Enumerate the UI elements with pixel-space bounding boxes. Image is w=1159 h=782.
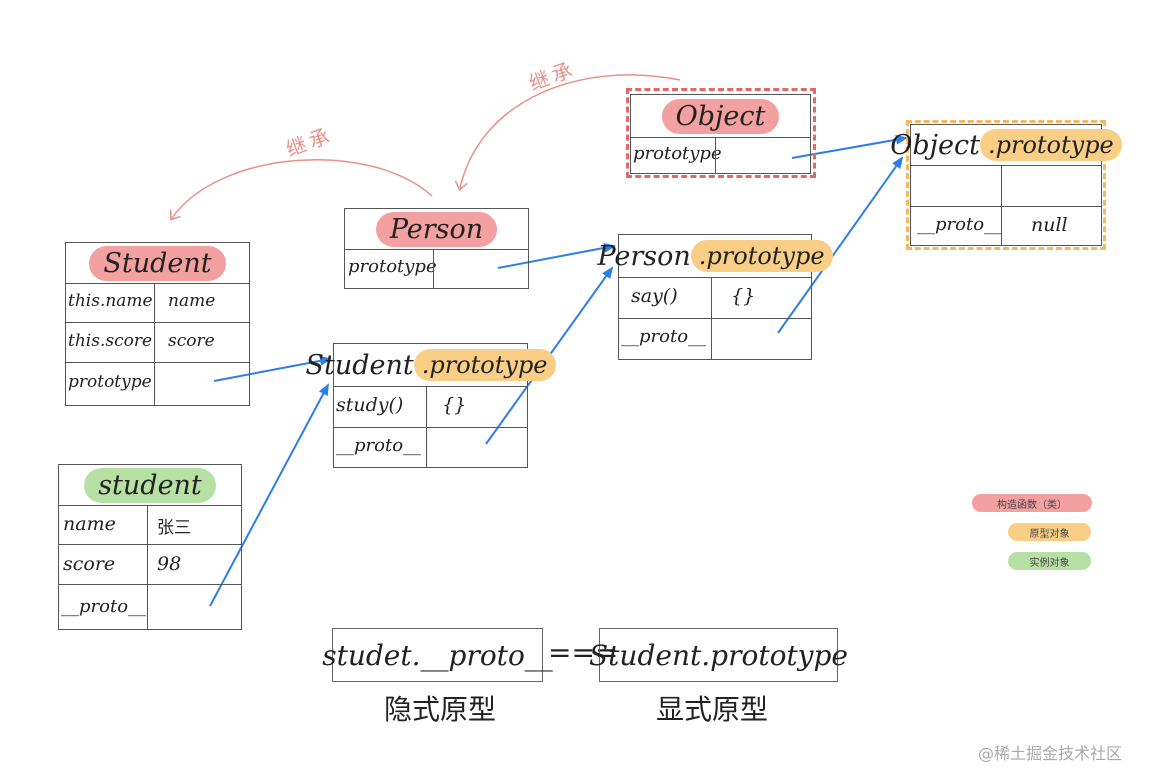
object-table-title-row: Object — [631, 95, 810, 138]
person-prototype-title-suffix: .prototype — [690, 240, 833, 272]
student-instance-cell-key-3: __proto__ — [61, 596, 147, 617]
person-table-title: Person — [375, 211, 498, 247]
student-instance-title: student — [84, 467, 216, 503]
formula-operator: === — [548, 636, 619, 669]
student-table-cell-value-2: score — [168, 331, 215, 351]
legend-prototype-object: 原型对象 — [1008, 523, 1091, 541]
object-table-cell-key: prototype — [633, 143, 722, 164]
inherit-arrow-person-student — [169, 158, 433, 221]
person-prototype-title: Person — [597, 240, 691, 272]
formula-left-box: studet.__proto__ — [322, 628, 553, 682]
arrow-student-prototype — [213, 355, 332, 382]
person-prototype-row-1: say() {} — [619, 277, 811, 319]
student-prototype-title: Student — [305, 349, 414, 381]
person-prototype-row-2: __proto__ — [619, 318, 811, 359]
object-prototype-title-row: Object.prototype — [890, 125, 1122, 166]
formula-left-caption: 隐式原型 — [384, 693, 497, 726]
person-prototype-title-row: Person.prototype — [597, 235, 833, 278]
object-prototype-row-2: __proto__ null — [911, 206, 1101, 245]
person-prototype-cell-key-1: say() — [631, 285, 678, 307]
person-table-title-row: Person — [345, 209, 528, 250]
student-prototype-cell-key-2: __proto__ — [336, 435, 422, 456]
student-table-title: Student — [89, 245, 226, 281]
formula-right-caption: 显式原型 — [656, 693, 769, 726]
person-constructor-table: Person prototype — [344, 208, 529, 289]
student-table-row-1: this.name name — [66, 283, 249, 323]
person-prototype-cell-value-1: {} — [731, 285, 756, 307]
student-table-cell-key-1: this.name — [68, 291, 153, 311]
student-table-row-3: prototype — [66, 362, 249, 405]
arrow-instance-proto-student — [209, 383, 329, 607]
formula-right-box: Student.prototype — [589, 628, 848, 682]
student-instance-row-1: name 张三 — [59, 505, 241, 545]
student-prototype-cell-key-1: study() — [336, 394, 404, 416]
object-constructor-highlight — [626, 88, 816, 178]
student-prototype-row-1: study() {} — [334, 386, 527, 428]
student-instance-cell-value-1: 张三 — [157, 518, 191, 538]
student-instance-row-3: __proto__ — [59, 584, 241, 629]
student-instance-table: student name 张三 score 98 __proto__ — [58, 464, 242, 630]
student-prototype-row-2: __proto__ — [334, 427, 527, 467]
arrow-person-proto-object — [777, 156, 904, 334]
student-table-row-2: this.score score — [66, 322, 249, 363]
student-prototype-title-suffix: .prototype — [413, 349, 556, 381]
object-table-row: prototype — [631, 137, 810, 173]
student-constructor-table: Student this.name name this.score score … — [65, 242, 250, 406]
student-table-cell-key-2: this.score — [68, 331, 153, 351]
person-prototype-table: Person.prototype say() {} __proto__ — [597, 234, 833, 360]
object-prototype-cell-key: __proto__ — [917, 214, 1003, 235]
object-prototype-table: Object.prototype __proto__ null — [890, 124, 1122, 246]
person-table-cell-key: prototype — [348, 256, 437, 277]
object-prototype-row-1 — [911, 165, 1101, 207]
person-table-row: prototype — [345, 249, 528, 288]
legend-constructor: 构造函数（类） — [972, 494, 1092, 512]
object-prototype-title: Object — [890, 129, 980, 161]
arrow-object-prototype — [791, 134, 908, 159]
student-instance-cell-key-1: name — [63, 513, 116, 535]
inherit-arrow-object-person — [454, 74, 681, 192]
legend-instance-object: 实例对象 — [1008, 552, 1091, 570]
student-prototype-table: Student.prototype study() {} __proto__ — [305, 343, 556, 468]
student-table-cell-value-1: name — [168, 291, 216, 311]
student-instance-title-row: student — [59, 465, 241, 506]
student-instance-cell-value-2: 98 — [157, 553, 182, 575]
student-prototype-title-row: Student.prototype — [305, 344, 556, 387]
student-instance-cell-key-2: score — [63, 553, 116, 575]
person-prototype-cell-key-2: __proto__ — [621, 326, 707, 347]
student-table-cell-key-3: prototype — [68, 372, 152, 392]
object-prototype-cell-value: null — [1031, 214, 1068, 236]
arrow-person-prototype — [497, 242, 616, 269]
object-table-title: Object — [661, 98, 780, 134]
watermark: @稀土掘金技术社区 — [978, 744, 1123, 763]
object-prototype-title-suffix: .prototype — [979, 129, 1122, 161]
student-instance-row-2: score 98 — [59, 544, 241, 585]
student-table-title-row: Student — [66, 243, 249, 284]
student-prototype-cell-value-1: {} — [442, 394, 467, 416]
object-prototype-highlight — [906, 120, 1106, 250]
object-constructor-table: Object prototype — [630, 94, 811, 174]
